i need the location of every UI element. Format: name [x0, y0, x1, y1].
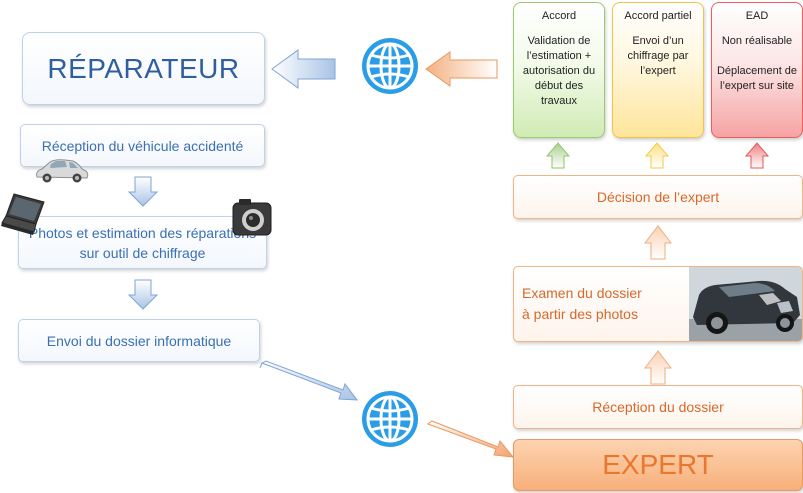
arrow-envoi-to-globe [259, 360, 359, 401]
arrow-up-partiel [644, 142, 670, 169]
arrow-decisions-to-globe [425, 51, 498, 87]
step-decision-expert-label: Décision de l’expert [596, 189, 720, 205]
arrow-globe-to-expert [426, 420, 515, 458]
decision-ead: EAD Non réalisable Déplacement de l’expe… [711, 2, 803, 138]
step-decision-expert: Décision de l’expert [513, 175, 803, 219]
decision-accord-partiel: Accord partiel Envoi d’un chiffrage par … [612, 2, 704, 138]
decision-ead-body: Non réalisable Déplacement de l’expert s… [716, 35, 798, 92]
step-envoi-dossier-label: Envoi du dossier informatique [46, 332, 232, 349]
globe-icon [362, 391, 418, 447]
decision-accord-partiel-title: Accord partiel [624, 10, 692, 22]
step-reception-vehicule: Réception du véhicule accidenté [20, 124, 265, 167]
arrow-down-1 [127, 176, 159, 207]
arrow-up-1 [643, 350, 673, 385]
repairer-title-box: RÉPARATEUR [22, 32, 265, 105]
globe-icon [362, 38, 418, 94]
decision-ead-title: EAD [745, 10, 769, 22]
arrow-up-ead [744, 142, 770, 169]
car-photo [689, 267, 802, 341]
car-icon [36, 159, 89, 183]
decision-accord-title: Accord [541, 10, 577, 22]
arrow-down-2 [127, 279, 159, 310]
decision-accord-partiel-body: Envoi d’un chiffrage par l’expert [627, 35, 689, 77]
arrow-globe-to-repairer [271, 49, 336, 89]
step-photos-estimation: Photos et estimation des réparations sur… [18, 216, 267, 269]
step-reception-vehicule-label: Réception du véhicule accidenté [41, 137, 244, 154]
step-reception-dossier-label: Réception du dossier [592, 399, 724, 415]
step-envoi-dossier: Envoi du dossier informatique [18, 319, 260, 362]
camera-icon [232, 199, 272, 236]
arrow-up-accord [545, 142, 571, 169]
step-reception-dossier: Réception du dossier [513, 385, 803, 429]
repairer-title: RÉPARATEUR [47, 52, 240, 84]
expert-title: EXPERT [602, 449, 714, 480]
step-photos-estimation-label: Photos et estimation des réparations sur… [28, 224, 257, 261]
step-examen-dossier-label: Examen du dossier à partir des photos [522, 285, 642, 322]
decision-accord: Accord Validation de l’estimation + auto… [513, 2, 605, 138]
laptop-icon [1, 193, 45, 235]
arrow-up-2 [643, 225, 673, 260]
decision-accord-body: Validation de l’estimation + autorisatio… [522, 35, 596, 107]
step-examen-dossier: Examen du dossier à partir des photos [513, 266, 803, 342]
expert-title-box: EXPERT [513, 439, 803, 491]
